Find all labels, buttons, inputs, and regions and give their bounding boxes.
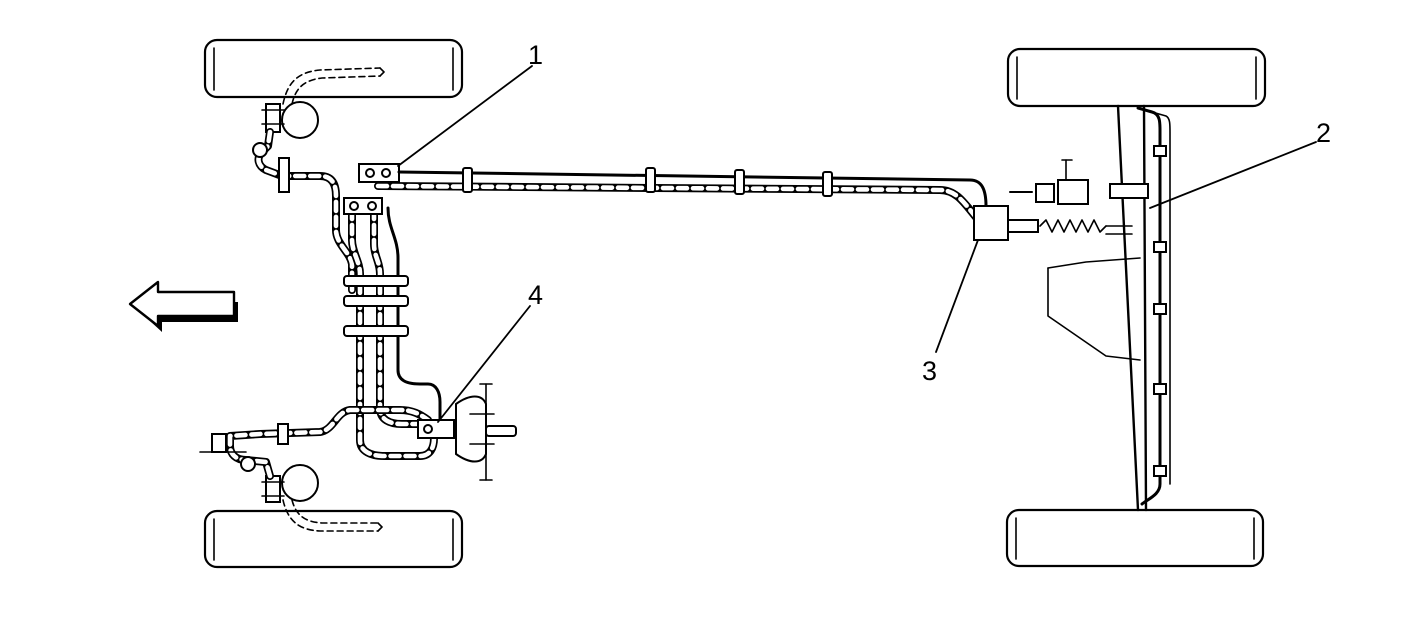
rear-brake-pipe-run xyxy=(374,167,988,226)
front-right-brake-caliper xyxy=(261,464,383,532)
rear-left-tire xyxy=(1006,47,1267,108)
proportioning-valve xyxy=(973,205,1133,241)
callout-4-leader xyxy=(437,305,531,423)
rear-right-tire xyxy=(1005,508,1265,568)
front-right-brake-hose xyxy=(199,406,432,480)
brake-master-cylinder-booster xyxy=(417,383,517,481)
brake-pipe-junction-block xyxy=(343,163,400,215)
callout-1-leader xyxy=(397,65,533,167)
callout-number-4: 4 xyxy=(528,280,543,310)
front-right-tire xyxy=(203,509,464,569)
callout-number-1: 1 xyxy=(528,40,543,70)
callout-3-leader xyxy=(935,239,979,353)
front-left-brake-caliper xyxy=(261,67,385,139)
callout-2-leader xyxy=(1149,141,1317,209)
arrow-left-icon xyxy=(128,280,238,332)
rear-brake-line-along-axle xyxy=(1136,106,1171,506)
front-brake-pipe-bundle xyxy=(343,206,442,460)
front-left-brake-hose xyxy=(252,128,356,294)
front-left-tire xyxy=(203,38,464,99)
rear-axle xyxy=(1009,104,1149,512)
callout-number-3: 3 xyxy=(922,356,937,386)
callout-number-2: 2 xyxy=(1316,118,1331,148)
